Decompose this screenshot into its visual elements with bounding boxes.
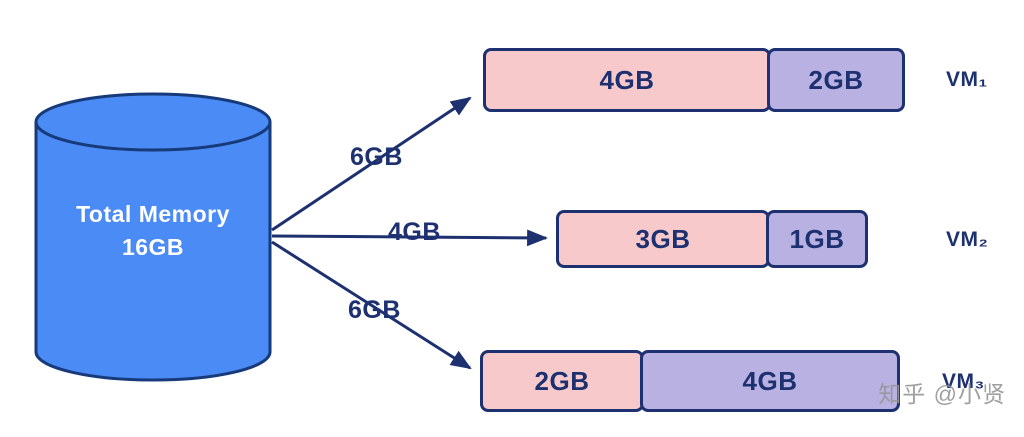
watermark-text: 知乎 @小贤 — [878, 381, 1006, 407]
vm1-segment-pink: 4GB — [483, 48, 771, 112]
vm1-label: VM₁ — [946, 68, 988, 91]
vm1-memory-bar: 4GB 2GB — [483, 48, 905, 112]
vm3-segment-purple: 4GB — [640, 350, 900, 412]
vm3-label: VM₃ — [942, 370, 985, 393]
total-memory-label: Total Memory 16GB — [36, 198, 270, 264]
flow-label-vm2: 4GB — [388, 218, 441, 246]
total-memory-title: Total Memory — [76, 201, 230, 227]
vm2-segment-purple: 1GB — [766, 210, 868, 268]
flow-label-vm3: 6GB — [348, 296, 401, 324]
vm2-segment-pink: 3GB — [556, 210, 770, 268]
vm2-label: VM₂ — [946, 228, 989, 251]
vm2-memory-bar: 3GB 1GB — [556, 210, 868, 268]
vm3-memory-bar: 2GB 4GB — [480, 350, 900, 412]
flow-arrow-vm3 — [271, 240, 472, 370]
vm1-segment-purple: 2GB — [767, 48, 905, 112]
vm3-segment-pink: 2GB — [480, 350, 644, 412]
flow-arrow-vm1 — [271, 96, 472, 232]
memory-cylinder-body — [34, 122, 272, 382]
flow-label-vm1: 6GB — [350, 143, 403, 171]
flow-arrow-vm2 — [271, 229, 549, 247]
total-memory-size: 16GB — [121, 234, 185, 260]
memory-cylinder-top — [34, 92, 272, 152]
